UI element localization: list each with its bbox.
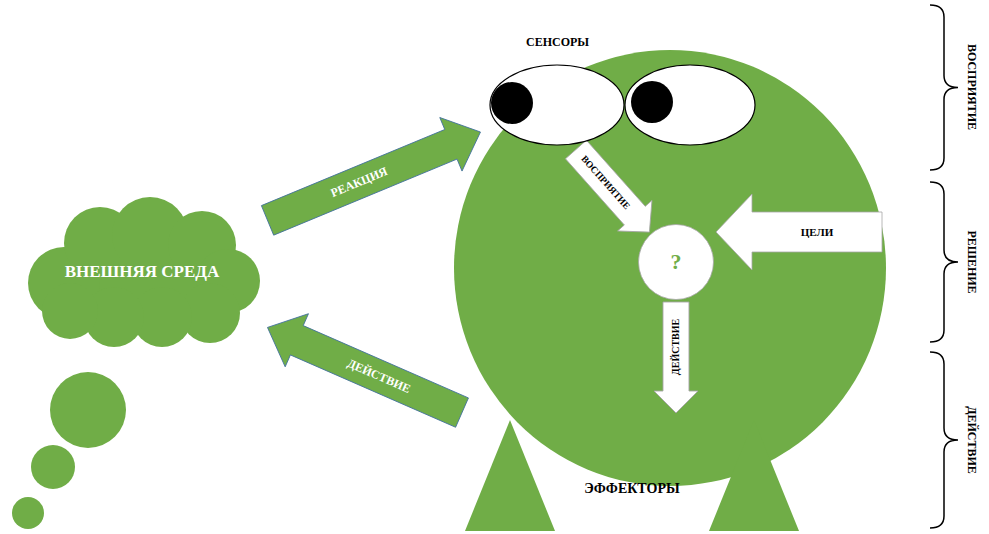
node-text: ? bbox=[671, 250, 682, 274]
edge-label: ДЕЙСТВИЕ bbox=[671, 318, 681, 374]
effector-foot bbox=[709, 420, 799, 531]
reaction-arrow bbox=[261, 118, 480, 236]
curly-brace bbox=[930, 5, 958, 170]
action-arrow bbox=[267, 314, 468, 428]
edge-label: ВОСПРИЯТИЕ bbox=[579, 154, 631, 211]
decision-circle: ? bbox=[638, 224, 714, 300]
eye-white bbox=[490, 65, 624, 145]
effector-foot bbox=[465, 420, 555, 531]
curly-brace bbox=[930, 182, 958, 342]
perception-arrow bbox=[565, 140, 652, 232]
thought-bubble bbox=[31, 445, 75, 489]
effector-feet-shape bbox=[462, 415, 802, 531]
node-text: ЭФФЕКТОРЫ bbox=[584, 481, 679, 496]
eye-pupil bbox=[631, 81, 673, 123]
decision-circle-outline bbox=[639, 225, 714, 300]
effector-feet: ЭФФЕКТОРЫ bbox=[462, 415, 802, 531]
thought-bubble bbox=[12, 497, 44, 529]
node-text: ВНЕШНЯЯ СРЕДА bbox=[65, 263, 220, 282]
thought-bubble bbox=[50, 372, 126, 448]
stage-label: ВОСПРИЯТИЕ bbox=[966, 44, 978, 130]
edge-label: РЕАКЦИЯ bbox=[329, 165, 389, 199]
cloud-lobe bbox=[42, 283, 98, 339]
agent-body bbox=[454, 50, 886, 486]
goals-arrow bbox=[716, 194, 882, 270]
curly-brace bbox=[930, 352, 958, 528]
stage-label: ДЕЙСТВИЕ bbox=[966, 406, 978, 474]
eye-pupil bbox=[491, 82, 533, 124]
goals-label: ЦЕЛИ bbox=[801, 227, 834, 238]
action-arrow bbox=[654, 302, 698, 413]
sensor-eyes: СЕНСОРЫ bbox=[486, 30, 761, 148]
environment-cloud: ВНЕШНЯЯ СРЕДА bbox=[22, 195, 262, 350]
edge-label: ДЕЙСТВИЕ bbox=[346, 357, 413, 395]
stage-label: РЕШЕНИЕ bbox=[966, 230, 978, 293]
node-text: СЕНСОРЫ bbox=[526, 36, 589, 49]
eye-white bbox=[625, 65, 755, 145]
